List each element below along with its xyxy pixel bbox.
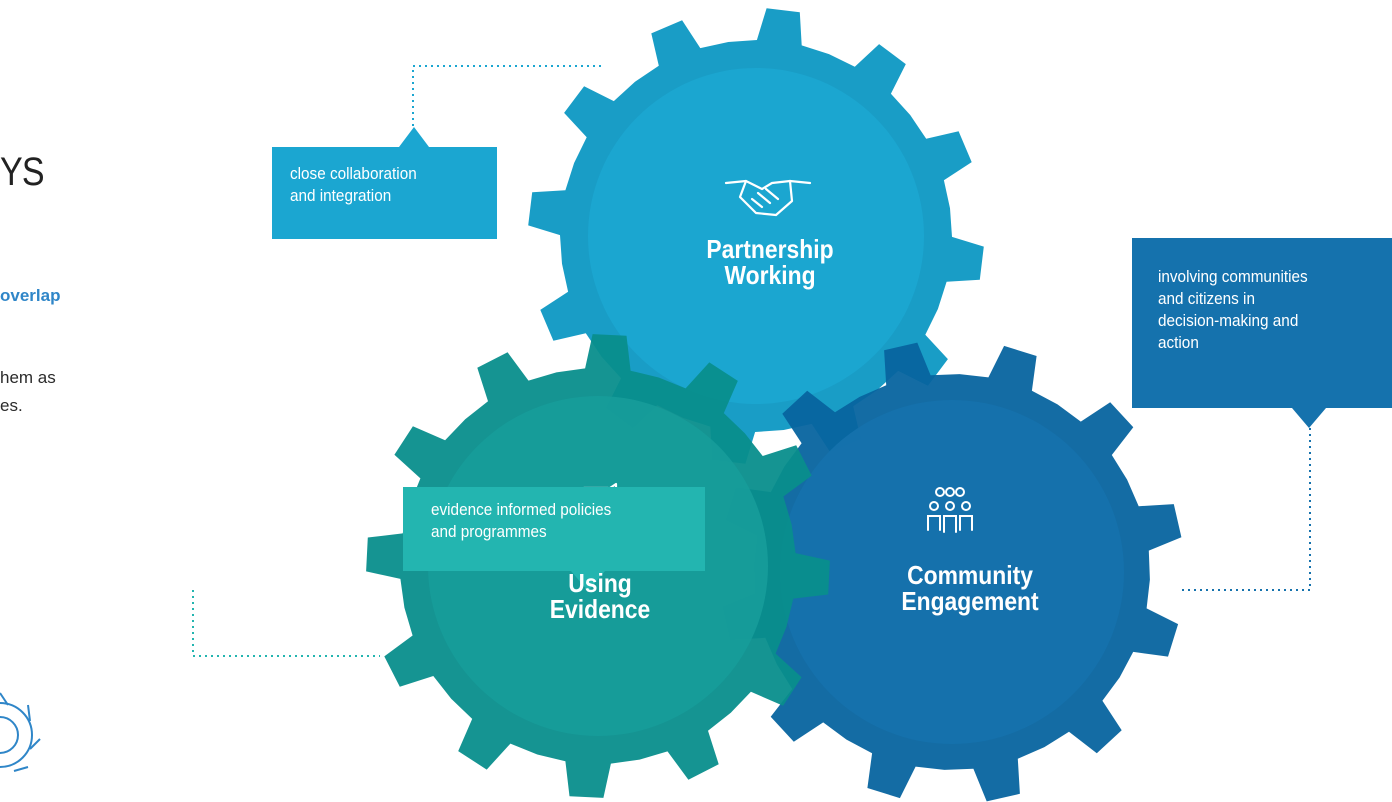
callout-partnership: close collaboration and integration [272, 127, 497, 239]
callout-partnership-text: close collaboration and integration [290, 164, 417, 205]
callout-community-text: involving communities and citizens in de… [1158, 267, 1308, 352]
connector-partnership [412, 65, 604, 126]
decorative-gear-icon [0, 692, 41, 772]
body-text-line-2: es. [0, 396, 23, 415]
people-group-icon [927, 487, 973, 533]
handshake-icon [724, 179, 812, 217]
gear-label-community: Community Engagement [901, 560, 1039, 616]
gear-label-partnership: Partnership Working [706, 234, 834, 290]
gear-community-face [780, 400, 1124, 744]
callout-pointer [1292, 408, 1326, 428]
callout-evidence: evidence informed policies and programme… [403, 487, 705, 591]
gear-label-evidence: Using Evidence [549, 568, 651, 624]
callout-pointer [399, 127, 429, 147]
gear-community [722, 342, 1182, 802]
gear-partnership-face [588, 68, 924, 404]
overlap-text-fragment: overlap [0, 286, 61, 305]
connector-evidence [192, 590, 380, 657]
connector-community [1180, 428, 1311, 591]
callout-evidence-text: evidence informed policies and programme… [431, 500, 612, 541]
callout-pointer [571, 571, 605, 591]
heading-fragment: YS [0, 150, 45, 194]
callout-community: involving communities and citizens in de… [1132, 238, 1392, 428]
gear-partnership [528, 8, 984, 464]
body-text-line-1: hem as [0, 368, 56, 387]
